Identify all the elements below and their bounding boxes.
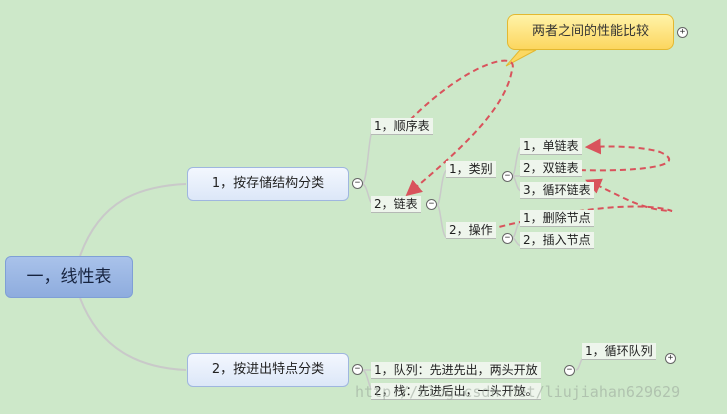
root-node[interactable]: 一，线性表 [5,256,133,298]
callout-pointer [505,49,537,67]
collapse-storage-toggle[interactable]: − [352,178,363,189]
node-sequential-list[interactable]: 1，顺序表 [371,118,433,135]
node-linked-list[interactable]: 2，链表 [371,196,421,213]
branch-storage-structure[interactable]: 1，按存储结构分类 [187,167,349,201]
collapse-linked-toggle[interactable]: − [426,199,437,210]
node-stack[interactable]: 2，栈：先进后出，一头开放。 [371,383,541,400]
callout-performance-comparison[interactable]: 两者之间的性能比较 [507,14,674,50]
relation-sequential-linked [405,59,514,197]
node-kinds[interactable]: 1，类别 [446,161,496,178]
node-doubly-linked[interactable]: 2，双链表 [520,160,582,177]
collapse-access-toggle[interactable]: − [352,364,363,375]
collapse-queue-toggle[interactable]: − [564,365,575,376]
collapse-kinds-toggle[interactable]: − [502,171,513,182]
connector-root-storage [79,183,187,257]
branch-access-pattern[interactable]: 2，按进出特点分类 [187,353,349,387]
watermark: http://blog.csdn.net/liujiahan629629 [355,383,681,401]
expand-circular-queue-toggle[interactable]: + [665,353,676,364]
collapse-ops-toggle[interactable]: − [502,233,513,244]
node-operations[interactable]: 2，操作 [446,222,496,239]
node-delete[interactable]: 1，删除节点 [520,210,594,227]
connector-linked-children [436,169,448,239]
connector-root-access [79,297,187,371]
node-circular-queue[interactable]: 1，循环队列 [582,343,656,360]
expand-callout-toggle[interactable]: + [677,27,688,38]
relation-double-single [519,138,670,172]
connector-storage-children [361,127,375,206]
node-circular-linked[interactable]: 3，循环链表 [520,182,594,199]
node-insert[interactable]: 2，插入节点 [520,232,594,249]
node-queue[interactable]: 1，队列：先进先出，两头开放 [371,362,541,379]
node-singly-linked[interactable]: 1，单链表 [520,138,582,155]
